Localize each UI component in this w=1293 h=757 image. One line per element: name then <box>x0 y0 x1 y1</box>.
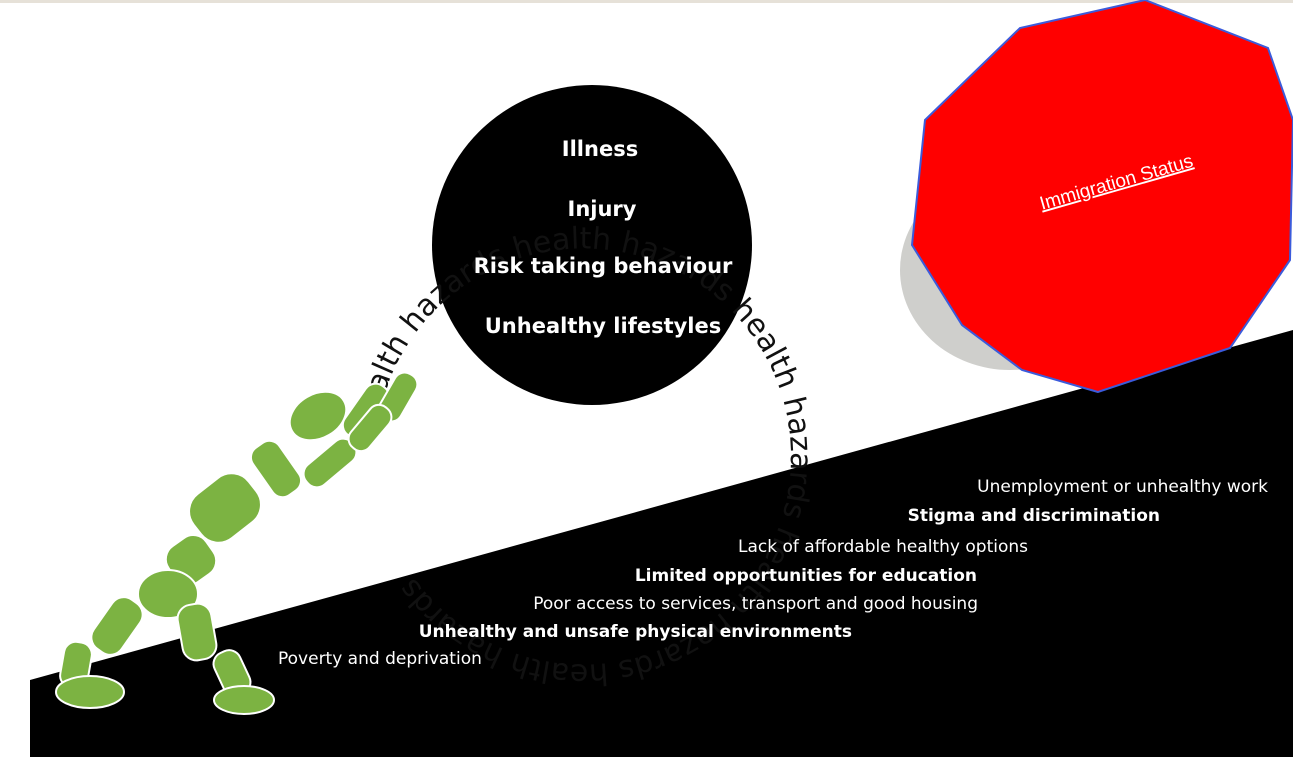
ball-item-unhealthy-lifestyles: Unhealthy lifestyles <box>485 314 722 338</box>
ramp-line-environments: Unhealthy and unsafe physical environmen… <box>419 622 852 642</box>
ball-item-illness: Illness <box>562 137 638 161</box>
top-border <box>0 0 1293 3</box>
ramp-line-poverty: Poverty and deprivation <box>278 649 482 669</box>
ball-item-injury: Injury <box>568 197 637 221</box>
ball-item-risk-taking: Risk taking behaviour <box>474 254 733 278</box>
ramp-line-stigma: Stigma and discrimination <box>908 506 1160 526</box>
ramp <box>30 330 1293 757</box>
ramp-line-services: Poor access to services, transport and g… <box>533 594 978 614</box>
ramp-line-education: Limited opportunities for education <box>635 566 977 586</box>
ramp-line-unemployment: Unemployment or unhealthy work <box>977 477 1268 497</box>
pushing-figure <box>55 371 419 715</box>
ramp-line-affordable: Lack of affordable healthy options <box>738 537 1028 557</box>
stop-sign <box>910 0 1293 394</box>
ball <box>432 85 752 405</box>
